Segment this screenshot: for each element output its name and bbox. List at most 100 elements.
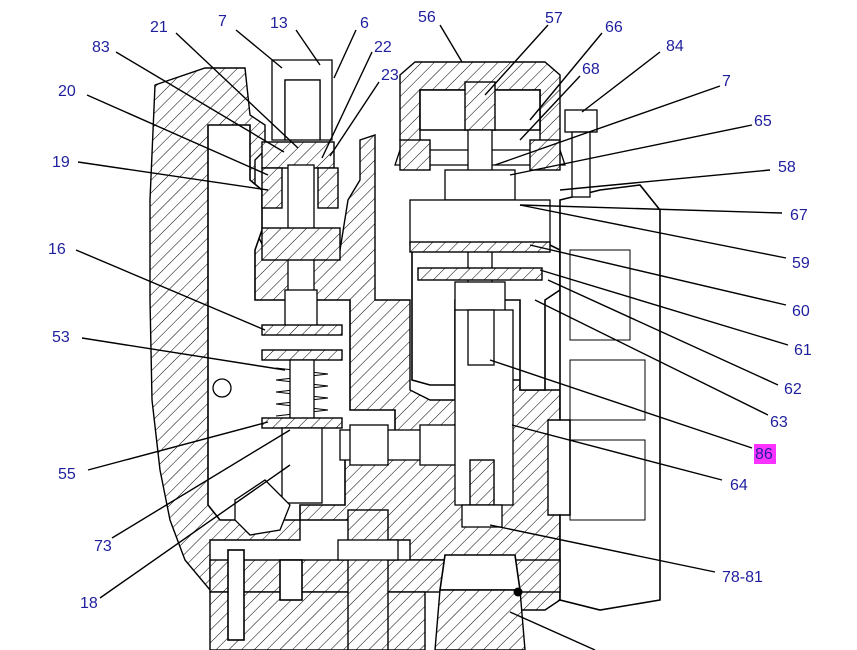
callout-65: 65 (754, 113, 772, 130)
leader-64 (511, 424, 723, 481)
callout-83: 83 (92, 39, 110, 56)
leader-84 (581, 51, 661, 113)
fork-clevis (284, 79, 321, 141)
callout-68: 68 (582, 61, 600, 78)
o-ring (513, 587, 523, 597)
leader-57 (484, 24, 549, 96)
callout-61: 61 (794, 342, 812, 359)
lock-nut (417, 267, 543, 281)
leader-86 (489, 359, 753, 449)
callout-67: 67 (790, 207, 808, 224)
callout-55: 55 (58, 466, 76, 483)
callout-78: 78-81 (722, 569, 763, 586)
callout-84: 84 (666, 38, 684, 55)
callout-73: 73 (94, 538, 112, 555)
spring-cup-middle (409, 199, 551, 246)
bottom-flange-slot-1 (227, 549, 245, 641)
leader-56 (439, 24, 463, 63)
callout-59: 59 (792, 255, 810, 272)
valve-spool (467, 309, 495, 366)
leader-13 (295, 29, 321, 66)
callout-63: 63 (770, 414, 788, 431)
leader-7a (235, 29, 283, 69)
leader-65 (509, 124, 753, 176)
adjust-bolt (469, 459, 495, 506)
leader-18 (99, 464, 291, 599)
callout-labels: 7 13 6 56 57 66 21 83 22 84 23 68 20 7 6… (48, 9, 812, 612)
side-bolt-shank (571, 131, 591, 198)
housing-right-rib-1 (569, 249, 631, 341)
leader-55 (87, 421, 269, 471)
callout-16: 16 (48, 241, 66, 258)
housing-right-rib-3 (569, 439, 646, 521)
leader-19 (77, 161, 269, 191)
callout-60: 60 (792, 303, 810, 320)
sleeve (261, 227, 341, 261)
leader-78 (489, 524, 716, 573)
bottom-flange-slot-2 (279, 559, 303, 601)
leader-58 (559, 169, 771, 191)
callout-21: 21 (150, 19, 168, 36)
leader-22 (321, 51, 373, 159)
cross-shaft-end-left (349, 424, 389, 466)
housing-right-rib-2 (569, 359, 646, 421)
callout-19: 19 (52, 154, 70, 171)
leader-59 (519, 204, 787, 259)
leader-53 (81, 337, 286, 371)
drain-stem (347, 509, 389, 650)
leader-66 (529, 32, 603, 121)
housing-right-body (559, 184, 661, 611)
leader-60 (529, 244, 787, 306)
diaphragm-clamp-left (399, 139, 431, 171)
leader-20 (86, 94, 269, 176)
leader-73 (111, 429, 291, 539)
bottom-plug-seat (434, 589, 526, 650)
tappet (281, 427, 323, 504)
leader-23 (329, 81, 380, 157)
callout-62: 62 (784, 381, 802, 398)
leader-61 (539, 269, 789, 346)
callout-64: 64 (730, 477, 748, 494)
callout-57: 57 (545, 10, 563, 27)
callout-20: 20 (58, 83, 76, 100)
adjust-bolt-head (461, 504, 503, 528)
leader-68 (519, 75, 581, 141)
callout-53: 53 (52, 329, 70, 346)
leader-21 (175, 32, 299, 149)
roller (212, 378, 232, 398)
plunger-rod-lower (284, 289, 318, 331)
leader-63 (534, 299, 769, 416)
leader-16 (75, 249, 266, 331)
guide-right (317, 167, 339, 209)
bottom-flange (209, 591, 426, 650)
callout-6: 6 (360, 15, 369, 32)
bottom-plug (439, 554, 521, 591)
leader-7b (494, 85, 721, 166)
spring-seat-upper (261, 324, 343, 336)
leader-67 (519, 204, 783, 214)
callout-58: 58 (778, 159, 796, 176)
guide-left (261, 167, 283, 209)
callout-7b: 7 (722, 73, 731, 90)
callout-22: 22 (374, 39, 392, 56)
leader-6 (333, 29, 357, 79)
callout-23: 23 (381, 67, 399, 84)
callout-18: 18 (80, 595, 98, 612)
callout-86-highlight (754, 444, 776, 464)
leader-lines (75, 24, 789, 650)
drain-nut (337, 539, 399, 561)
spring-cup-upper (444, 169, 516, 201)
spring-seat-lower (261, 417, 343, 429)
callout-86: 86 (755, 446, 773, 463)
retainer (454, 281, 506, 313)
side-bolt-head (564, 109, 598, 133)
spring (275, 359, 329, 421)
left-plunger-assembly (212, 59, 466, 650)
spring-plate (409, 241, 551, 253)
spring-seat-upper-2 (261, 349, 343, 361)
callout-7a: 7 (218, 13, 227, 30)
callout-66: 66 (605, 19, 623, 36)
leader-bottom (509, 611, 596, 650)
leader-83 (115, 51, 285, 153)
